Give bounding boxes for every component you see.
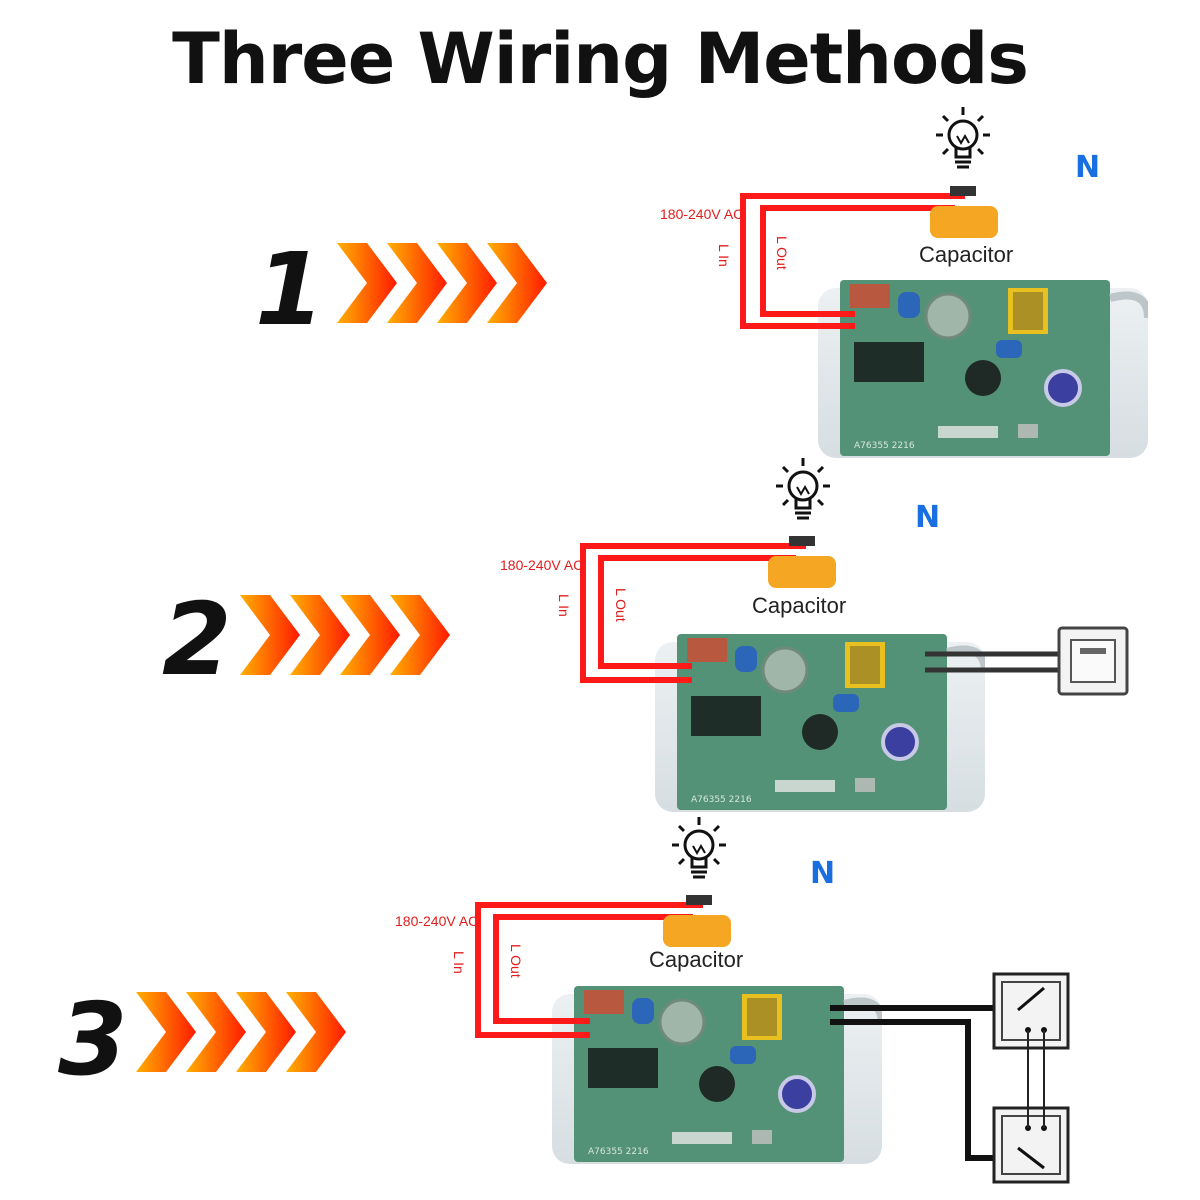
l-in-label: L In bbox=[716, 244, 732, 267]
live-in-wire bbox=[740, 193, 965, 329]
l-in-label: L In bbox=[451, 951, 467, 974]
relay-module-board bbox=[655, 634, 985, 812]
capacitor-block bbox=[930, 206, 998, 238]
method-1 bbox=[337, 105, 1162, 458]
chevron-arrows-icon bbox=[136, 992, 346, 1072]
live-out-wire bbox=[493, 914, 693, 1024]
chevron-arrows-icon bbox=[337, 243, 547, 323]
voltage-label: 180-240V AC bbox=[660, 206, 744, 222]
method-number: 1 bbox=[255, 231, 325, 348]
l-out-label: L Out bbox=[508, 944, 524, 978]
neutral-label: N bbox=[915, 500, 941, 535]
method-number: 2 bbox=[162, 581, 232, 698]
capacitor-block bbox=[663, 915, 731, 947]
l-out-label: L Out bbox=[613, 588, 629, 622]
live-out-wire bbox=[598, 555, 796, 669]
capacitor-block bbox=[768, 556, 836, 588]
live-in-wire bbox=[475, 902, 703, 1038]
voltage-label: 180-240V AC bbox=[500, 557, 584, 573]
capacitor-label: Capacitor bbox=[752, 593, 847, 618]
relay-module-board bbox=[552, 986, 882, 1164]
chevron-arrows-icon bbox=[240, 595, 450, 675]
relay-module-board bbox=[818, 280, 1148, 458]
live-out-wire bbox=[760, 205, 955, 317]
live-in-wire bbox=[580, 543, 806, 683]
light-bulb-icon bbox=[774, 456, 832, 520]
l-in-label: L In bbox=[556, 594, 572, 617]
method-number: 3 bbox=[58, 981, 128, 1098]
neutral-label: N bbox=[810, 856, 836, 891]
page-title: Three Wiring Methods bbox=[172, 18, 1029, 100]
two-way-switch-icon bbox=[992, 972, 1070, 1050]
capacitor-label: Capacitor bbox=[919, 242, 1014, 267]
two-way-switch-icon bbox=[992, 1106, 1070, 1184]
voltage-label: 180-240V AC bbox=[395, 913, 479, 929]
light-bulb-icon bbox=[670, 815, 728, 879]
wall-switch-icon bbox=[1057, 626, 1129, 696]
light-bulb-icon bbox=[934, 105, 992, 169]
neutral-label: N bbox=[1075, 150, 1101, 185]
method-3 bbox=[136, 815, 1070, 1184]
method-2 bbox=[240, 456, 1129, 812]
capacitor-label: Capacitor bbox=[649, 947, 744, 972]
l-out-label: L Out bbox=[774, 236, 790, 270]
